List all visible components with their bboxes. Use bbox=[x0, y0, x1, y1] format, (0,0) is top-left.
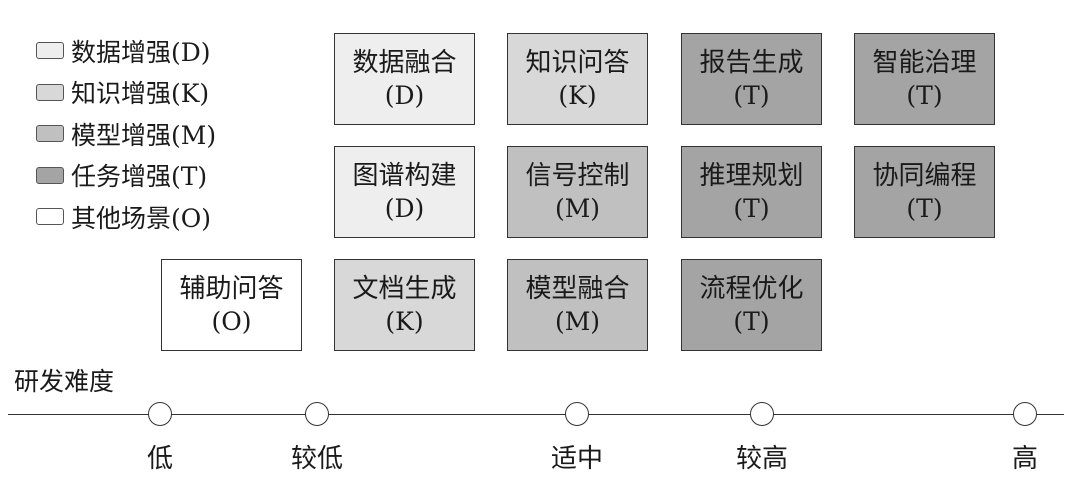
box-title: 报告生成 bbox=[699, 48, 804, 78]
box-title: 文档生成 bbox=[352, 274, 457, 304]
box-title: 协同编程 bbox=[872, 161, 977, 191]
axis-marker-fairly-high bbox=[750, 402, 774, 426]
axis-marker-low bbox=[148, 402, 172, 426]
box-title: 流程优化 bbox=[699, 274, 804, 304]
box-code: (D) bbox=[384, 194, 425, 223]
axis-marker-high bbox=[1013, 402, 1037, 426]
box-assisted-qa: 辅助问答 (O) bbox=[161, 259, 302, 351]
box-title: 模型融合 bbox=[525, 274, 630, 304]
box-code: (K) bbox=[385, 307, 424, 336]
box-code: (M) bbox=[554, 307, 601, 336]
legend-swatch bbox=[36, 83, 64, 101]
legend-item-other: 其他场景(O) bbox=[36, 196, 216, 238]
axis-marker-medium bbox=[565, 402, 589, 426]
box-knowledge-qa: 知识问答 (K) bbox=[507, 33, 648, 125]
legend-item-data: 数据增强(D) bbox=[36, 30, 216, 72]
box-code: (D) bbox=[384, 81, 425, 110]
legend-item-model: 模型增强(M) bbox=[36, 113, 216, 155]
axis-label-fairly-low: 较低 bbox=[290, 444, 344, 474]
box-code: (T) bbox=[733, 194, 770, 223]
box-code: (T) bbox=[733, 81, 770, 110]
legend-swatch bbox=[36, 208, 64, 226]
box-code: (T) bbox=[906, 81, 943, 110]
box-data-fusion: 数据融合 (D) bbox=[334, 33, 475, 125]
legend-label: 其他场景(O) bbox=[71, 203, 212, 233]
box-collaborative-coding: 协同编程 (T) bbox=[854, 146, 995, 238]
box-signal-control: 信号控制 (M) bbox=[507, 146, 648, 238]
legend-swatch bbox=[36, 125, 64, 143]
axis-marker-fairly-low bbox=[305, 402, 329, 426]
axis-label-low: 低 bbox=[146, 444, 174, 474]
legend-item-task: 任务增强(T) bbox=[36, 155, 216, 197]
box-report-generation: 报告生成 (T) bbox=[681, 33, 822, 125]
box-document-generation: 文档生成 (K) bbox=[334, 259, 475, 351]
box-title: 数据融合 bbox=[352, 48, 457, 78]
box-title: 图谱构建 bbox=[352, 161, 457, 191]
box-code: (T) bbox=[906, 194, 943, 223]
legend-label: 数据增强(D) bbox=[71, 37, 211, 67]
axis-label-medium: 适中 bbox=[550, 444, 604, 474]
axis-line bbox=[8, 414, 1064, 415]
legend-label: 任务增强(T) bbox=[71, 162, 208, 192]
legend-item-knowledge: 知识增强(K) bbox=[36, 72, 216, 114]
box-process-optimization: 流程优化 (T) bbox=[681, 259, 822, 351]
box-reasoning-planning: 推理规划 (T) bbox=[681, 146, 822, 238]
box-title: 知识问答 bbox=[525, 48, 630, 78]
box-title: 信号控制 bbox=[525, 161, 630, 191]
axis-title: 研发难度 bbox=[14, 367, 115, 396]
box-title: 推理规划 bbox=[699, 161, 804, 191]
box-title: 智能治理 bbox=[872, 48, 977, 78]
legend-label: 模型增强(M) bbox=[71, 120, 217, 150]
legend-swatch bbox=[36, 42, 64, 60]
box-model-fusion: 模型融合 (M) bbox=[507, 259, 648, 351]
legend-swatch bbox=[36, 166, 64, 184]
legend: 数据增强(D) 知识增强(K) 模型增强(M) 任务增强(T) 其他场景(O) bbox=[36, 30, 216, 238]
box-smart-governance: 智能治理 (T) bbox=[854, 33, 995, 125]
box-code: (T) bbox=[733, 307, 770, 336]
axis-label-fairly-high: 较高 bbox=[735, 444, 789, 474]
axis-label-high: 高 bbox=[1011, 444, 1039, 474]
legend-label: 知识增强(K) bbox=[71, 79, 210, 109]
box-code: (M) bbox=[554, 194, 601, 223]
box-code: (O) bbox=[211, 307, 252, 336]
box-code: (K) bbox=[558, 81, 597, 110]
box-graph-construction: 图谱构建 (D) bbox=[334, 146, 475, 238]
box-title: 辅助问答 bbox=[179, 274, 284, 304]
